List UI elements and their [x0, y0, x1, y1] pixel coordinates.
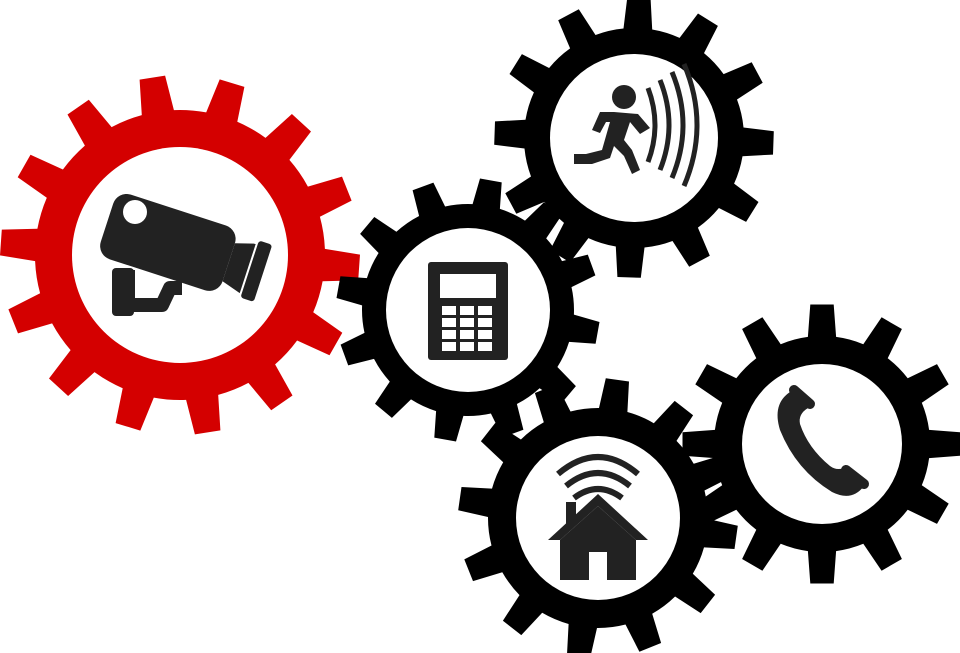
alarm-keypad-icon — [428, 262, 508, 360]
smart-home-icon — [548, 454, 648, 580]
keypad-key — [460, 318, 474, 327]
keypad-key — [478, 342, 492, 351]
keypad-key — [460, 306, 474, 315]
keypad-key — [442, 342, 456, 351]
keypad-key — [442, 318, 456, 327]
keypad-key — [478, 318, 492, 327]
keypad-key — [478, 330, 492, 339]
keypad-key — [460, 330, 474, 339]
phone-gear-hub — [742, 364, 902, 524]
motion-gear — [494, 0, 774, 278]
keypad-key — [478, 306, 492, 315]
motion-gear-hub — [550, 54, 718, 222]
keypad-key — [442, 306, 456, 315]
keypad-key — [442, 330, 456, 339]
telephone-icon — [777, 385, 869, 496]
security-camera-icon — [100, 193, 272, 316]
motion-sensor-icon — [574, 63, 700, 187]
keypad-key — [460, 342, 474, 351]
